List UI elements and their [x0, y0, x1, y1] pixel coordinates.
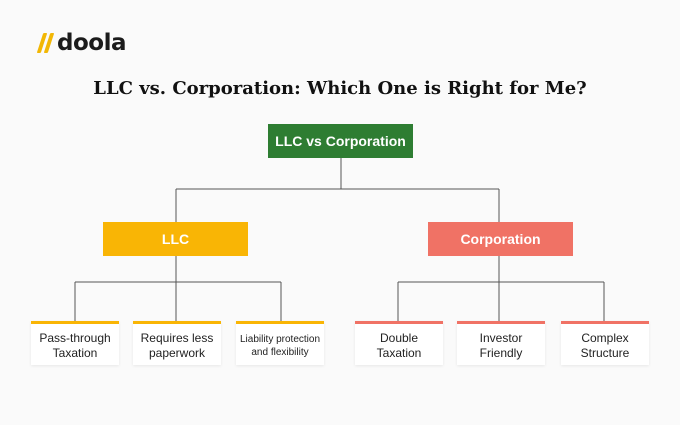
corp-leaf-investor-friendly: Investor Friendly [457, 321, 545, 365]
llc-leaf-liability-protection: Liability protection and flexibility [236, 321, 324, 365]
doola-logo: doola [36, 30, 126, 56]
corp-leaf-complex-structure: Complex Structure [561, 321, 649, 365]
llc-leaf-pass-through-taxation: Pass-through Taxation [31, 321, 119, 365]
llc-leaf-requires-less-paperwork: Requires less paperwork [133, 321, 221, 365]
corp-leaf-double-taxation: Double Taxation [355, 321, 443, 365]
page-title: LLC vs. Corporation: Which One is Right … [93, 78, 587, 99]
logo-text: doola [57, 30, 126, 56]
corporation-node: Corporation [428, 222, 573, 256]
root-node: LLC vs Corporation [268, 124, 413, 158]
llc-node: LLC [103, 222, 248, 256]
